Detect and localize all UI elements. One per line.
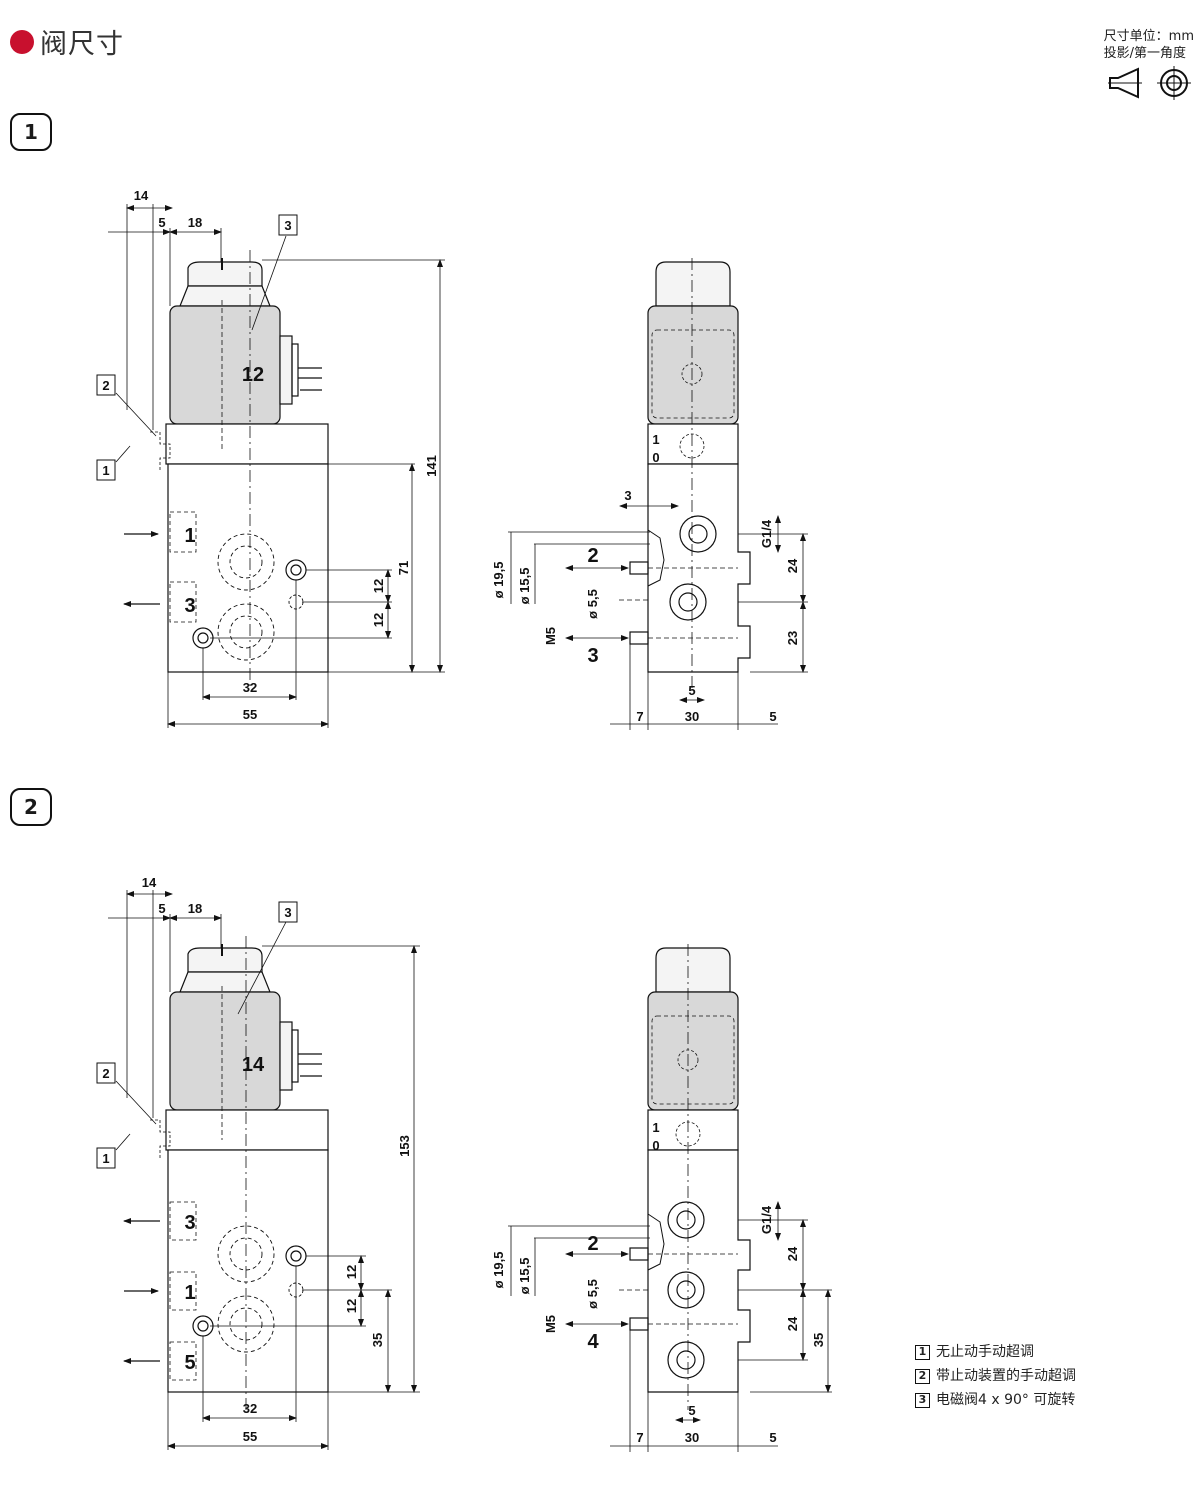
svg-text:35: 35 — [370, 1333, 385, 1347]
svg-text:24: 24 — [785, 558, 800, 573]
svg-text:3: 3 — [284, 905, 291, 920]
svg-text:7: 7 — [636, 709, 643, 724]
svg-text:ø 19,5: ø 19,5 — [491, 1252, 506, 1289]
legend-text: 电磁阀4 x 90° 可旋转 — [936, 1392, 1076, 1408]
svg-text:30: 30 — [685, 1430, 699, 1445]
legend-item: 1 无止动手动超调 — [915, 1340, 1076, 1364]
svg-text:0: 0 — [652, 450, 659, 465]
figure-1-front-labels: 14 5 18 12 1 3 141 71 12 12 32 55 3 2 1 — [96, 188, 439, 722]
svg-text:ø 5,5: ø 5,5 — [585, 1279, 600, 1309]
figure-1-side-labels: 1 0 3 2 3 ø 19,5 ø 15,5 ø 5,5 M5 G1/4 24… — [491, 432, 800, 724]
svg-text:1: 1 — [102, 463, 109, 478]
svg-text:5: 5 — [158, 215, 165, 230]
figure-2-side-dims — [508, 1201, 832, 1452]
svg-text:4: 4 — [587, 1331, 599, 1353]
figure-2-badge: 2 — [10, 788, 52, 826]
svg-text:14: 14 — [142, 875, 157, 890]
legend-item: 3 电磁阀4 x 90° 可旋转 — [915, 1388, 1076, 1412]
figure-2-side-view — [616, 944, 751, 1410]
svg-text:3: 3 — [587, 645, 598, 667]
section-title-text: 阀尺寸 — [40, 29, 124, 60]
svg-text:ø 15,5: ø 15,5 — [517, 568, 532, 605]
svg-text:3: 3 — [624, 488, 631, 503]
svg-text:12: 12 — [371, 579, 386, 593]
svg-text:18: 18 — [188, 215, 202, 230]
svg-text:5: 5 — [158, 901, 165, 916]
svg-text:55: 55 — [243, 707, 257, 722]
svg-text:3: 3 — [184, 595, 195, 617]
svg-text:2: 2 — [102, 378, 109, 393]
figure-1-front-view — [123, 250, 329, 690]
figure-2-front-view — [123, 936, 329, 1410]
svg-text:35: 35 — [811, 1333, 826, 1347]
svg-text:ø 5,5: ø 5,5 — [585, 589, 600, 619]
legend-number: 1 — [915, 1344, 930, 1360]
svg-text:7: 7 — [636, 1430, 643, 1445]
svg-text:5: 5 — [184, 1352, 195, 1374]
figure-2-front-dims — [108, 890, 420, 1450]
svg-text:5: 5 — [769, 1430, 776, 1445]
projection-line: 投影/第一角度 — [1103, 46, 1187, 61]
figure-1-side-dims — [508, 503, 808, 730]
svg-text:153: 153 — [397, 1135, 412, 1157]
svg-text:32: 32 — [243, 680, 257, 695]
figure-1-front-dims — [108, 204, 445, 728]
figure-1-side-view — [616, 258, 751, 690]
svg-text:1: 1 — [652, 1120, 659, 1135]
svg-text:12: 12 — [344, 1299, 359, 1313]
svg-text:141: 141 — [424, 455, 439, 477]
svg-text:2: 2 — [587, 1233, 598, 1255]
legend-number: 2 — [915, 1368, 930, 1384]
svg-text:14: 14 — [242, 1054, 265, 1076]
svg-text:G1/4: G1/4 — [759, 1205, 774, 1234]
legend-item: 2 带止动装置的手动超调 — [915, 1364, 1076, 1388]
svg-text:1: 1 — [102, 1151, 109, 1166]
svg-text:M5: M5 — [543, 1315, 558, 1333]
svg-text:12: 12 — [371, 613, 386, 627]
svg-text:3: 3 — [284, 218, 291, 233]
svg-text:23: 23 — [785, 631, 800, 645]
svg-text:5: 5 — [688, 683, 695, 698]
svg-text:2: 2 — [587, 545, 598, 567]
svg-text:24: 24 — [785, 1246, 800, 1261]
units-line: 尺寸单位：mm — [1103, 29, 1194, 44]
svg-text:1: 1 — [652, 432, 659, 447]
svg-text:18: 18 — [188, 901, 202, 916]
svg-text:12: 12 — [344, 1265, 359, 1279]
svg-text:ø 15,5: ø 15,5 — [517, 1258, 532, 1295]
svg-text:30: 30 — [685, 709, 699, 724]
units-note: 尺寸单位：mm 投影/第一角度 — [1104, 28, 1194, 62]
section-title: 阀尺寸 — [10, 22, 124, 61]
svg-text:M5: M5 — [543, 627, 558, 645]
legend-text: 带止动装置的手动超调 — [936, 1368, 1076, 1384]
svg-text:G1/4: G1/4 — [759, 519, 774, 548]
figure-1-badge: 1 — [10, 113, 52, 151]
figure-2-side-labels: 1 0 2 4 ø 19,5 ø 15,5 ø 5,5 M5 G1/4 24 2… — [491, 1120, 826, 1445]
svg-text:2: 2 — [102, 1066, 109, 1081]
svg-text:1: 1 — [184, 525, 195, 547]
svg-text:14: 14 — [134, 188, 149, 203]
svg-text:0: 0 — [652, 1138, 659, 1153]
svg-text:32: 32 — [243, 1401, 257, 1416]
svg-text:3: 3 — [184, 1212, 195, 1234]
svg-text:5: 5 — [769, 709, 776, 724]
legend-text: 无止动手动超调 — [936, 1344, 1034, 1360]
svg-text:12: 12 — [242, 364, 264, 386]
figure-2-front-labels: 14 5 18 14 3 1 5 153 35 12 12 32 55 3 2 … — [96, 875, 412, 1444]
svg-text:71: 71 — [396, 561, 411, 575]
svg-text:24: 24 — [785, 1316, 800, 1331]
svg-text:55: 55 — [243, 1429, 257, 1444]
first-angle-projection-icon — [1108, 66, 1191, 100]
legend: 1 无止动手动超调 2 带止动装置的手动超调 3 电磁阀4 x 90° 可旋转 — [915, 1340, 1076, 1412]
legend-number: 3 — [915, 1392, 930, 1408]
svg-text:5: 5 — [688, 1403, 695, 1418]
svg-text:1: 1 — [184, 1282, 195, 1304]
red-bullet-icon — [10, 29, 34, 54]
svg-text:ø 19,5: ø 19,5 — [491, 562, 506, 599]
